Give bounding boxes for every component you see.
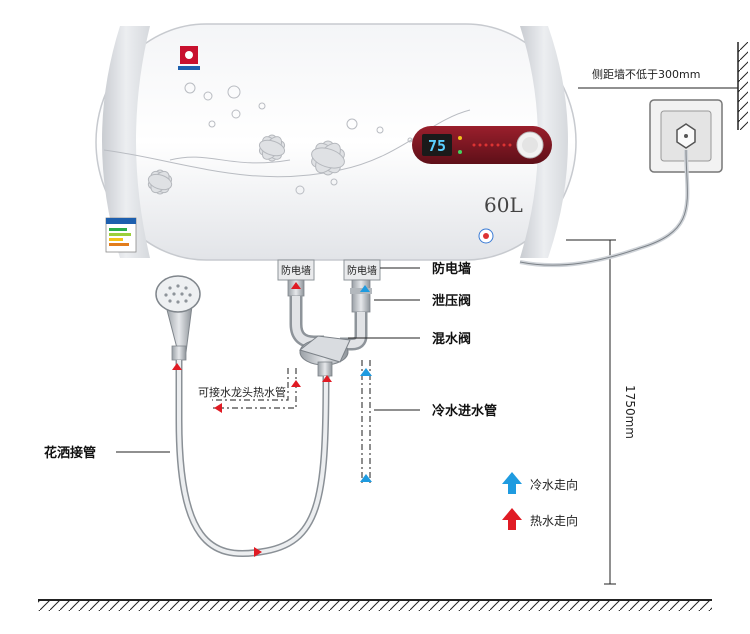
pipes xyxy=(287,279,372,351)
hot-arrow-icon xyxy=(502,508,522,530)
clearance-note: 侧距墙不低于300mm xyxy=(592,67,700,81)
svg-text:花洒接管: 花洒接管 xyxy=(44,445,96,461)
floor xyxy=(38,599,712,611)
shower-head xyxy=(155,275,201,361)
legend-cold: 冷水走向 xyxy=(502,472,578,494)
clearance-callout: 侧距墙不低于300mm xyxy=(578,67,738,89)
hot-flow-arrows xyxy=(172,282,332,557)
svg-text:泄压阀: 泄压阀 xyxy=(432,293,471,309)
height-label: 1750mm xyxy=(623,385,637,439)
svg-text:混水阀: 混水阀 xyxy=(432,331,471,347)
callout-anti-shock: 防电墙 xyxy=(380,261,471,277)
cold-flow-arrows xyxy=(360,285,372,482)
flower-pattern-icon xyxy=(103,82,471,195)
certification-badge xyxy=(478,228,494,244)
svg-text:可接水龙头热水管: 可接水龙头热水管 xyxy=(198,385,286,399)
power-socket xyxy=(649,99,723,173)
brand-logo xyxy=(178,46,200,70)
callout-mixing-valve: 混水阀 xyxy=(348,331,471,347)
svg-text:热水走向: 热水走向 xyxy=(530,513,578,528)
anti-shock-fitting-right: 防电墙 xyxy=(343,259,381,281)
callout-shower-hose: 花洒接管 xyxy=(44,445,170,461)
callout-cold-inlet: 冷水进水管 xyxy=(374,403,497,419)
anti-shock-fitting-left: 防电墙 xyxy=(277,259,315,281)
wall xyxy=(737,42,748,130)
legend-hot: 热水走向 xyxy=(502,508,578,530)
temperature-display: 75 xyxy=(428,137,446,155)
legend: 冷水走向 热水走向 xyxy=(502,472,578,530)
energy-label xyxy=(105,217,137,253)
mixing-valve xyxy=(298,335,351,377)
svg-text:冷水走向: 冷水走向 xyxy=(530,477,578,492)
callout-relief-valve: 泄压阀 xyxy=(374,293,471,309)
svg-text:防电墙: 防电墙 xyxy=(281,264,311,277)
svg-text:防电墙: 防电墙 xyxy=(347,264,377,277)
capacity-label: 60L xyxy=(484,193,523,217)
svg-text:防电墙: 防电墙 xyxy=(432,261,471,277)
height-dimension: 1750mm xyxy=(566,239,637,585)
svg-text:冷水进水管: 冷水进水管 xyxy=(432,403,497,419)
control-panel: 75 xyxy=(412,126,552,164)
callout-faucet-hot-pipe: 可接水龙头热水管 xyxy=(198,385,286,399)
water-heater: 75 60L xyxy=(95,23,577,261)
cold-arrow-icon xyxy=(502,472,522,494)
